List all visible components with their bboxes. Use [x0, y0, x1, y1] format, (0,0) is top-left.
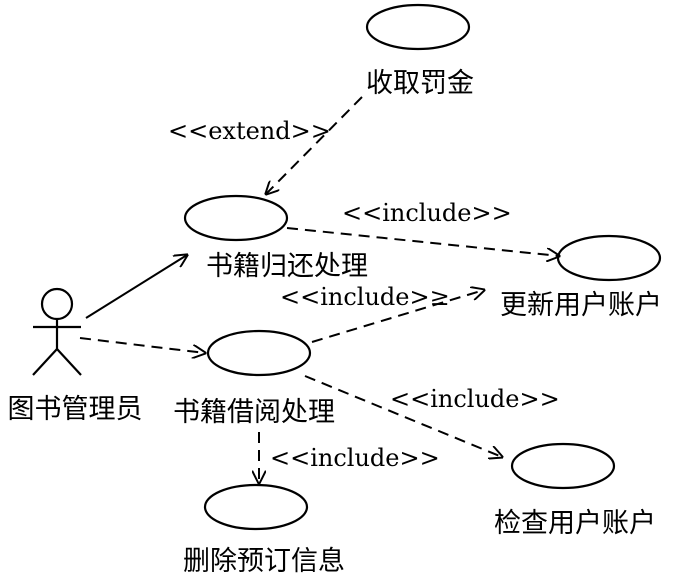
use-case-check: 检查用户账户 [494, 442, 656, 539]
use-case-return-label: 书籍归还处理 [206, 251, 368, 282]
use-case-update: 更新用户账户 [500, 234, 662, 321]
use-case-borrow-ellipse [206, 329, 312, 377]
include-arrow-borrow-update [311, 290, 484, 343]
use-case-check-ellipse [510, 442, 616, 490]
use-case-borrow: 书籍借阅处理 [173, 329, 335, 428]
include-label-borrow-check: <<include>> [390, 385, 560, 413]
use-case-return: 书籍归还处理 [183, 194, 368, 282]
actor-right-leg [56, 348, 82, 376]
include-arrow-return-update [286, 227, 559, 256]
extend-label: <<extend>> [168, 117, 331, 145]
use-case-return-ellipse [183, 194, 289, 242]
use-case-delete: 删除预订信息 [183, 483, 345, 577]
use-case-fine-label: 收取罚金 [366, 68, 474, 99]
use-case-update-ellipse [556, 234, 662, 282]
actor-head [40, 287, 74, 321]
actor-left-leg [32, 348, 58, 376]
actor-librarian: 图书管理员 [8, 287, 143, 425]
use-case-fine-ellipse [365, 3, 471, 51]
use-case-borrow-label: 书籍借阅处理 [173, 397, 335, 428]
use-case-delete-ellipse [203, 483, 309, 531]
include-label-borrow-delete: <<include>> [270, 444, 440, 472]
include-label-return-update: <<include>> [342, 199, 512, 227]
association-actor-return [85, 255, 187, 319]
association-actor-borrow [79, 337, 205, 353]
use-case-delete-label: 删除预订信息 [183, 546, 345, 577]
include-label-borrow-update: <<include>≥ [280, 283, 450, 311]
extend-arrow-fine-return [266, 96, 363, 194]
actor-label: 图书管理员 [8, 394, 143, 425]
use-case-fine: 收取罚金 [365, 3, 474, 99]
use-case-check-label: 检查用户账户 [494, 508, 656, 539]
use-case-update-label: 更新用户账户 [500, 290, 662, 321]
